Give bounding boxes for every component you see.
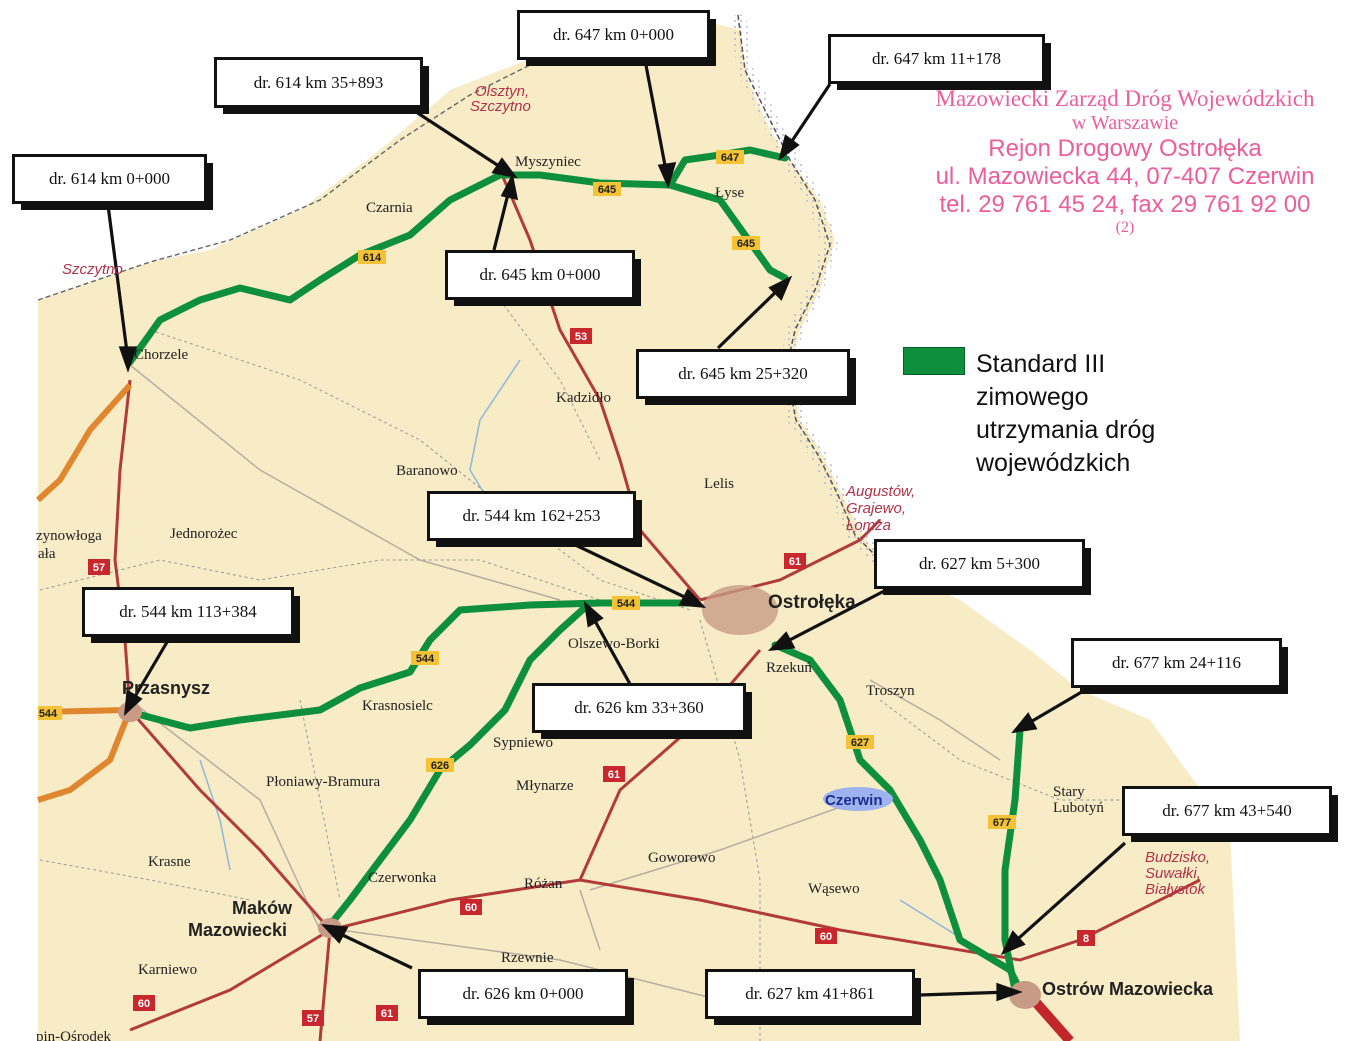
legend-line-1: Standard III — [976, 350, 1106, 378]
label-olszewo: Olszewo-Borki — [568, 636, 660, 652]
shield-61a: 61 — [789, 556, 801, 568]
label-jednorozec: Jednorożec — [170, 526, 238, 542]
stamp-line-2: w Warszawie — [1071, 112, 1179, 134]
label-wasewo: Wąsewo — [808, 881, 860, 897]
label-krasne: Krasne — [148, 854, 191, 870]
callout-647-start: dr. 647 km 0+000 — [517, 10, 716, 66]
stamp-line-5: tel. 29 761 45 24, fax 29 761 92 00 — [939, 191, 1311, 218]
stamp-line-3: Rejon Drogowy Ostrołęka — [988, 135, 1262, 162]
office-stamp: Mazowiecki Zarząd Dróg Wojewódzkich w Wa… — [905, 86, 1345, 237]
label-stary: Stary — [1053, 784, 1085, 800]
callout-645-start: dr. 645 km 0+000 — [445, 250, 641, 306]
label-mazowiecki: Mazowiecki — [188, 920, 287, 940]
shield-544a: 544 — [617, 598, 636, 610]
stamp-line-6: (2) — [1115, 219, 1135, 236]
label-lubotyn: Lubotyń — [1053, 800, 1104, 816]
shield-8: 8 — [1083, 933, 1089, 945]
minor-roads — [129, 364, 1001, 1001]
shield-61c: 61 — [381, 1008, 393, 1020]
label-ostroleka: Ostrołęka — [768, 592, 856, 613]
label-lelis: Lelis — [704, 476, 734, 492]
shield-645b: 645 — [737, 238, 755, 250]
label-karniewo: Karniewo — [138, 962, 197, 978]
shield-544b: 544 — [416, 653, 435, 665]
label-zynowloga: zynowłoga — [36, 528, 102, 544]
shield-626: 626 — [431, 760, 449, 772]
callout-626-a: dr. 626 km 33+360 — [532, 683, 752, 739]
callout-614-end: dr. 614 km 35+893 — [214, 57, 429, 114]
shield-57a: 57 — [93, 562, 105, 574]
callout-627-start: dr. 627 km 5+300 — [874, 539, 1091, 595]
label-chorzele: Chorzele — [134, 347, 188, 363]
label-augustow: Augustów, — [845, 483, 915, 500]
label-rozan: Różan — [524, 876, 563, 892]
czerwin-highlight — [823, 787, 893, 811]
label-czerwin: Czerwin — [825, 792, 883, 809]
label-goworowo: Goworowo — [648, 850, 716, 866]
label-czerwonka: Czerwonka — [368, 870, 437, 886]
label-olsztyn: Olsztyn, — [475, 83, 529, 100]
label-baranowo: Baranowo — [396, 463, 458, 479]
label-krasnosielc: Krasnosielc — [362, 698, 433, 714]
legend-line-3: utrzymania dróg — [976, 416, 1156, 444]
callout-627-end: dr. 627 km 41+861 — [705, 969, 921, 1025]
label-lyse: Łyse — [715, 185, 745, 201]
label-osrodek: pin-Ośrodek — [36, 1029, 111, 1041]
standard-iii-routes — [126, 146, 1024, 994]
label-troszyn: Troszyn — [866, 683, 915, 699]
label-bialystok: Białystok — [1145, 881, 1207, 898]
shield-60b: 60 — [820, 931, 832, 943]
label-budzisko: Budzisko, — [1145, 849, 1210, 866]
callout-677-a: dr. 677 km 24+116 — [1071, 638, 1288, 694]
callout-544-b: dr. 544 km 113+384 — [82, 587, 300, 643]
shield-61b: 61 — [608, 769, 620, 781]
callout-626-start: dr. 626 km 0+000 — [418, 969, 634, 1025]
label-sypniewo: Sypniewo — [493, 735, 553, 751]
place-labels: Olsztyn, Szczytno Myszyniec Czarnia Łyse… — [36, 83, 1214, 1041]
label-ploniawy: Płoniawy-Bramura — [266, 774, 380, 790]
label-grajewo: Grajewo, — [846, 500, 906, 517]
legend-label: Standard III zimowego utrzymania dróg wo… — [976, 348, 1155, 480]
label-czarnia: Czarnia — [366, 200, 413, 216]
label-szczytno-top: Szczytno — [470, 98, 531, 115]
label-myszyniec: Myszyniec — [515, 154, 581, 170]
callout-arrows — [106, 59, 1127, 1002]
road-shields: 647 645 645 614 53 61 544 544 544 57 627… — [38, 150, 1095, 1026]
shield-60a: 60 — [465, 902, 477, 914]
label-ala: ała — [38, 546, 56, 562]
label-suwalki: Suwałki, — [1145, 865, 1201, 882]
label-ostrow: Ostrów Mazowiecka — [1042, 979, 1214, 999]
shield-645a: 645 — [598, 184, 616, 196]
stamp-line-4: ul. Mazowiecka 44, 07-407 Czerwin — [935, 163, 1315, 190]
label-szczytno-left: Szczytno — [62, 261, 123, 278]
callout-647-end: dr. 647 km 11+178 — [828, 34, 1051, 90]
stamp-line-1: Mazowiecki Zarząd Dróg Wojewódzkich — [935, 86, 1315, 111]
callout-677-b: dr. 677 km 43+540 — [1122, 786, 1338, 842]
shield-614: 614 — [363, 252, 382, 264]
label-kadzidlo: Kadzidło — [556, 390, 611, 406]
callout-614-start: dr. 614 km 0+000 — [12, 154, 213, 210]
legend-swatch — [903, 347, 965, 375]
shield-627: 627 — [851, 737, 869, 749]
callout-645-end: dr. 645 km 25+320 — [636, 349, 856, 405]
shield-60c: 60 — [138, 998, 150, 1010]
label-rzekun: Rzekuń — [766, 660, 812, 676]
label-rzewnie: Rzewnie — [501, 950, 554, 966]
shield-677: 677 — [993, 817, 1011, 829]
label-przasnysz: Przasnysz — [122, 678, 210, 698]
legend-line-2: zimowego — [976, 383, 1089, 411]
label-lomza: Łomża — [846, 517, 891, 534]
label-mlynarze: Młynarze — [516, 778, 574, 794]
shield-647: 647 — [721, 152, 739, 164]
shield-544c: 544 — [39, 708, 58, 720]
callout-544-a: dr. 544 km 162+253 — [427, 491, 642, 547]
shield-57b: 57 — [307, 1013, 319, 1025]
label-makow: Maków — [232, 898, 293, 918]
shield-53: 53 — [575, 331, 587, 343]
legend-line-4: wojewódzkich — [976, 449, 1131, 477]
border-line — [737, 14, 881, 561]
